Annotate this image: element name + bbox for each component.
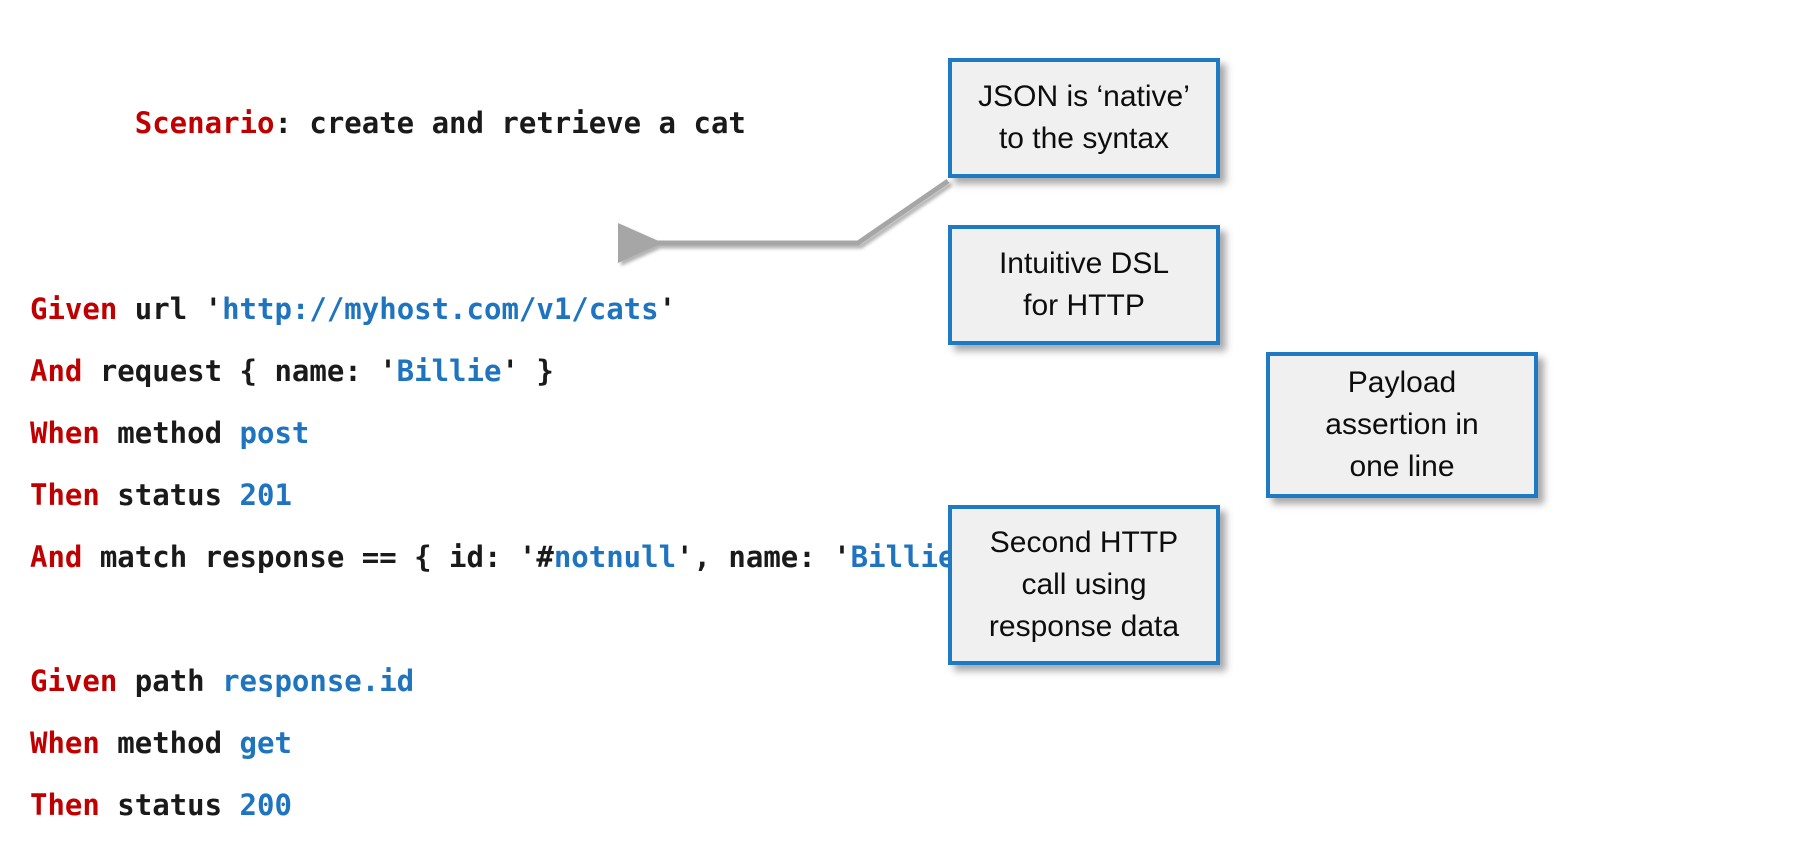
callout-payload-line-0: Payload — [1347, 366, 1457, 399]
line-and-match-seg-0: match response == { id: — [82, 540, 519, 574]
line-when-method-post-seg-0: method — [99, 416, 240, 450]
callout-json-native-text: JSON is ‘native’ to the syntax — [978, 76, 1190, 160]
line-and-match-seg-1: '# — [518, 540, 554, 574]
callout-dsl-line-0: Intuitive DSL — [998, 247, 1170, 280]
line-and-match-seg-6: Billie — [850, 540, 956, 574]
line-and-match-keyword: And — [30, 540, 83, 574]
line-when-method-get: When method get — [30, 712, 1280, 774]
callout-json-line-0: JSON is ‘native’ — [978, 80, 1190, 113]
line-given-url-seg-0: url — [117, 292, 205, 326]
code-lines-host: Given url 'http://myhost.com/v1/cats'And… — [30, 278, 1280, 836]
line-then-status-201-seg-1: 201 — [239, 478, 292, 512]
callout-second-line-2: response data — [988, 610, 1180, 643]
line-when-method-get-seg-1: get — [239, 726, 292, 760]
callout-payload-assertion[interactable]: Payload assertion in one line — [1266, 352, 1538, 498]
line-and-request-seg-3: ' — [501, 354, 519, 388]
scenario-title-text: : create and retrieve a cat — [274, 106, 746, 140]
line-and-match-seg-5: ' — [833, 540, 851, 574]
line-and-request-seg-0: request { name: — [82, 354, 380, 388]
line-then-status-200: Then status 200 — [30, 774, 1280, 836]
line-given-path-seg-1: response.id — [222, 664, 415, 698]
line-when-method-get-keyword: When — [30, 726, 100, 760]
line-given-url-seg-1: ' — [204, 292, 223, 326]
line-and-request: And request { name: 'Billie' } — [30, 340, 1280, 402]
callout-payload-assertion-text: Payload assertion in one line — [1325, 362, 1478, 488]
line-then-status-200-seg-0: status — [99, 788, 240, 822]
line-and-match-seg-4: , name: — [693, 540, 834, 574]
callout-json-line-1: to the syntax — [998, 122, 1170, 155]
callout-intuitive-dsl-text: Intuitive DSL for HTTP — [999, 243, 1169, 327]
callout-payload-line-1: assertion in — [1325, 408, 1479, 441]
line-given-path-keyword: Given — [30, 664, 118, 698]
callout-second-line-0: Second HTTP — [989, 526, 1179, 559]
callout-dsl-line-1: for HTTP — [1023, 289, 1145, 322]
line-and-match-seg-2: notnull — [553, 540, 677, 574]
line-given-url-keyword: Given — [30, 292, 118, 326]
code-line-scenario: Scenario: create and retrieve a cat — [30, 30, 1280, 216]
line-then-status-201: Then status 201 — [30, 464, 1280, 526]
callout-second-http-call-text: Second HTTP call using response data — [989, 522, 1179, 648]
line-when-method-post-keyword: When — [30, 416, 100, 450]
line-and-request-keyword: And — [30, 354, 83, 388]
callout-intuitive-dsl[interactable]: Intuitive DSL for HTTP — [948, 225, 1220, 345]
line-given-path-seg-0: path — [117, 664, 223, 698]
line-then-status-200-keyword: Then — [30, 788, 100, 822]
line-and-match-seg-3: ' — [676, 540, 694, 574]
gherkin-code-block: Scenario: create and retrieve a cat Give… — [30, 30, 1280, 836]
scenario-keyword: Scenario — [134, 106, 275, 140]
callout-json-native[interactable]: JSON is ‘native’ to the syntax — [948, 58, 1220, 178]
line-then-status-201-keyword: Then — [30, 478, 100, 512]
line-and-request-seg-4: } — [518, 354, 554, 388]
line-then-status-200-seg-1: 200 — [239, 788, 292, 822]
callout-second-line-1: call using — [1021, 568, 1147, 601]
line-when-method-get-seg-0: method — [99, 726, 240, 760]
line-and-match: And match response == { id: '#notnull', … — [30, 526, 1280, 588]
line-when-method-post: When method post — [30, 402, 1280, 464]
line-then-status-201-seg-0: status — [99, 478, 240, 512]
line-given-url-seg-3: ' — [658, 292, 677, 326]
callout-payload-line-2: one line — [1349, 450, 1455, 483]
line-given-url: Given url 'http://myhost.com/v1/cats' — [30, 278, 1280, 340]
line-when-method-post-seg-1: post — [239, 416, 310, 450]
line-and-request-seg-1: ' — [379, 354, 397, 388]
callout-second-http-call[interactable]: Second HTTP call using response data — [948, 505, 1220, 665]
line-given-path: Given path response.id — [30, 650, 1280, 712]
line-and-request-seg-2: Billie — [396, 354, 502, 388]
line-given-url-seg-2: http://myhost.com/v1/cats — [222, 292, 659, 326]
